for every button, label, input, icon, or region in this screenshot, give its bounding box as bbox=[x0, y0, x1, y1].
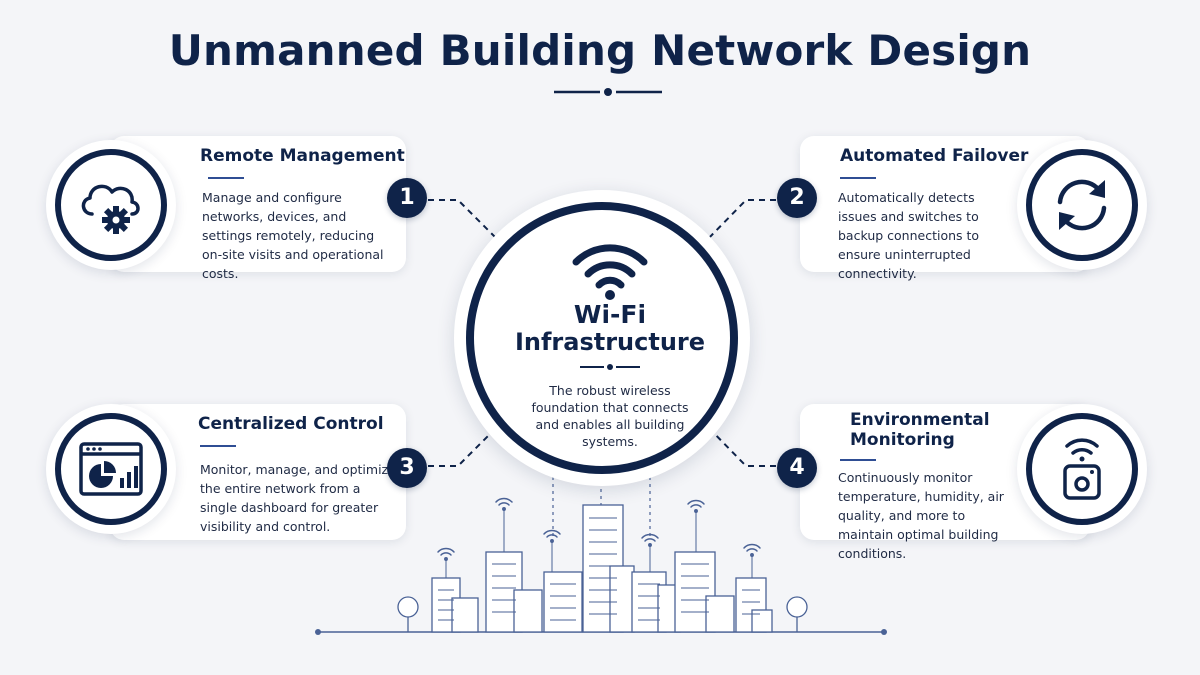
dashboard-icon bbox=[79, 442, 143, 496]
cloud-gear-icon bbox=[81, 184, 140, 234]
center-description: The robust wireless foundation that conn… bbox=[531, 383, 689, 449]
feature-title-line1: Environmental bbox=[850, 410, 990, 430]
feature-title-rule bbox=[208, 177, 244, 179]
automated-failover-icon-disc bbox=[1017, 140, 1147, 270]
feature-title-line2: Monitoring bbox=[850, 430, 955, 450]
step-badge-3: 3 bbox=[387, 448, 427, 488]
centralized-control-icon-disc bbox=[46, 404, 176, 534]
environmental-monitoring-icon-disc bbox=[1017, 404, 1147, 534]
feature-description: Manage and configure networks, devices, … bbox=[202, 190, 384, 281]
wifi-sensor-icon bbox=[1063, 438, 1101, 500]
page-title: Unmanned Building Network Design bbox=[168, 26, 1032, 75]
feature-title: Remote Management bbox=[200, 146, 405, 166]
feature-description: Automatically detects issues and switche… bbox=[838, 190, 980, 281]
center-title-line1: Wi-Fi bbox=[573, 300, 647, 329]
step-badge-4: 4 bbox=[777, 448, 817, 488]
feature-title: Automated Failover bbox=[840, 146, 1029, 166]
feature-title-rule bbox=[840, 177, 876, 179]
feature-title-rule bbox=[840, 459, 876, 461]
center-title-line2: Infrastructure bbox=[514, 328, 706, 356]
remote-management-icon-disc bbox=[46, 140, 176, 270]
step-badge-1: 1 bbox=[387, 178, 427, 218]
feature-description: Monitor, manage, and optimize the entire… bbox=[200, 462, 396, 534]
center-hub: Wi-Fi Infrastructure The robust wireless… bbox=[454, 190, 750, 486]
wifi-icon bbox=[572, 244, 648, 300]
feature-title: Centralized Control bbox=[198, 414, 384, 434]
center-divider bbox=[580, 364, 640, 370]
feature-title-rule bbox=[200, 445, 236, 447]
step-badge-2: 2 bbox=[777, 178, 817, 218]
sync-arrows-icon bbox=[1057, 179, 1107, 231]
feature-description: Continuously monitor temperature, humidi… bbox=[838, 470, 1004, 561]
title-divider bbox=[554, 88, 662, 96]
